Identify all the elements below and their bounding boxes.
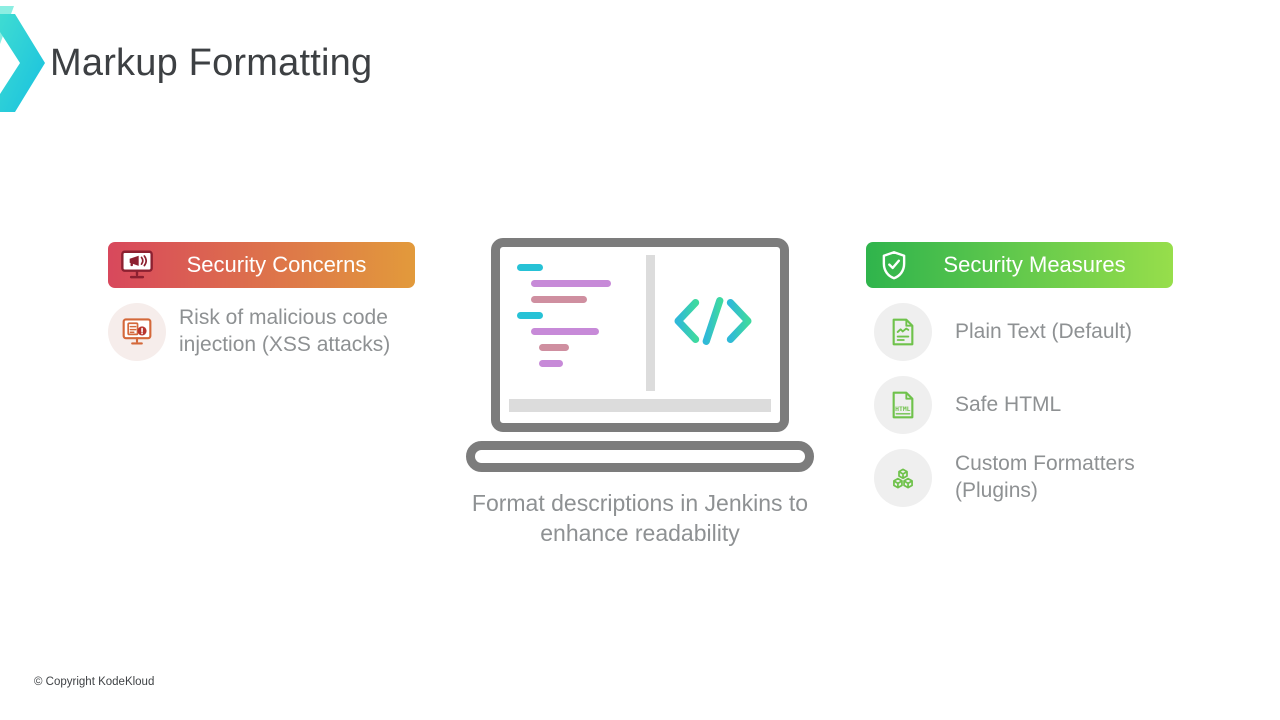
- code-line-bar: [539, 344, 569, 351]
- code-tag-icon: [663, 290, 763, 357]
- security-concerns-label: Security Concerns: [186, 252, 367, 277]
- laptop-base: [466, 441, 814, 472]
- shield-check-icon: [878, 249, 910, 281]
- plain-text-document-icon: [874, 303, 932, 361]
- screen-bottom-strip: [509, 399, 771, 412]
- code-lines: [509, 255, 646, 391]
- xss-alert-icon: [108, 303, 166, 361]
- kodekloud-chevron-icon: [0, 4, 46, 123]
- laptop-screen: [491, 238, 789, 432]
- page-title: Markup Formatting: [50, 42, 373, 84]
- list-item-label: Safe HTML: [955, 392, 1062, 416]
- html-file-icon: HTML: [874, 376, 932, 434]
- list-item: HTML Safe HTML: [874, 376, 1061, 434]
- laptop-code-illustration: [466, 238, 814, 472]
- security-concerns-banner: Security Concerns: [108, 242, 415, 288]
- svg-text:HTML: HTML: [895, 405, 911, 413]
- cubes-icon: [874, 449, 932, 507]
- security-measures-label: Security Measures: [943, 252, 1126, 277]
- list-item-label: Plain Text (Default): [955, 319, 1133, 343]
- caption: Format descriptions in Jenkins to enhanc…: [471, 490, 809, 546]
- monitor-alert-icon: [120, 250, 154, 281]
- list-item-label: Custom Formatters (Plugins): [955, 452, 1135, 502]
- code-line-bar: [539, 360, 563, 367]
- code-line-bar: [531, 328, 599, 335]
- code-line-bar: [517, 312, 543, 319]
- list-item-label: Risk of malicious code injection (XSS at…: [179, 306, 391, 356]
- code-line-bar: [517, 264, 543, 271]
- code-line-bar: [531, 296, 587, 303]
- list-item: Plain Text (Default): [874, 303, 1132, 361]
- list-item: Risk of malicious code injection (XSS at…: [108, 303, 391, 361]
- screen-divider: [646, 255, 656, 391]
- code-line-bar: [531, 280, 611, 287]
- security-measures-banner: Security Measures: [866, 242, 1173, 288]
- list-item: Custom Formatters (Plugins): [874, 449, 1145, 507]
- footer-copyright: © Copyright KodeKloud: [34, 676, 155, 688]
